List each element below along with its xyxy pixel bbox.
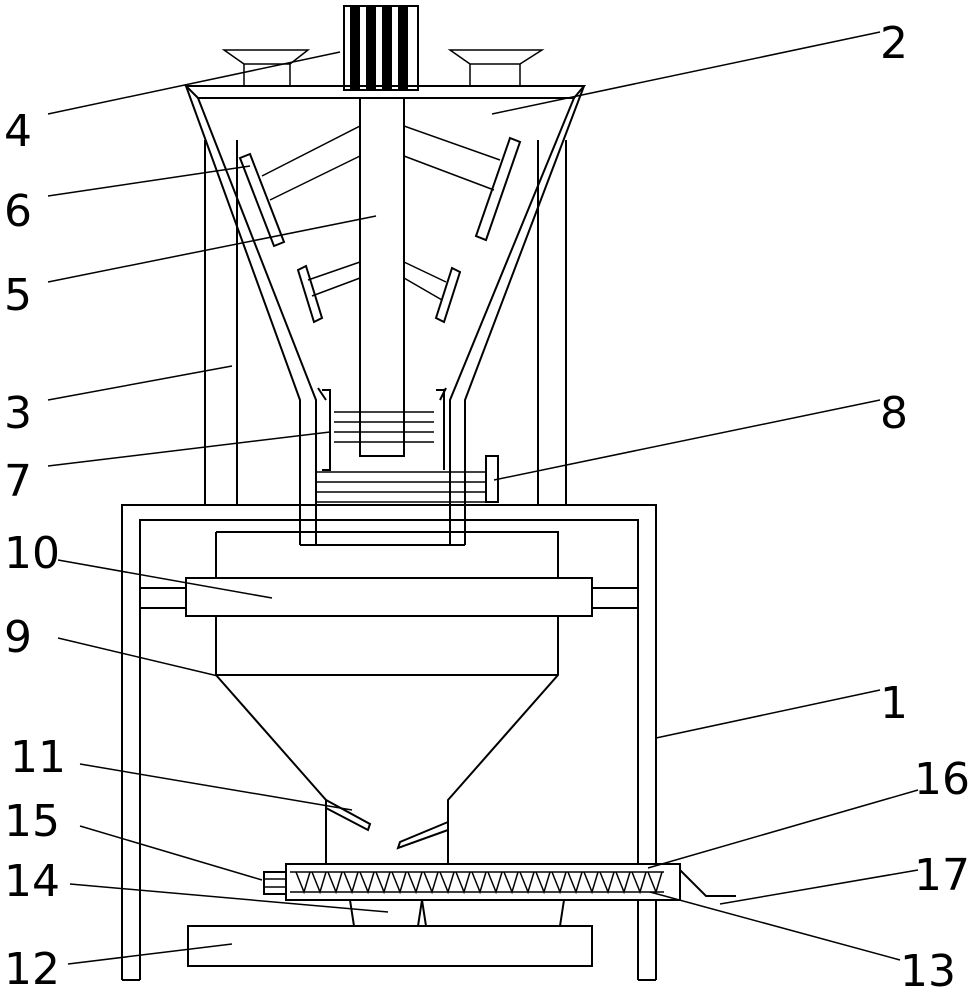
- label-13: 13: [900, 946, 956, 997]
- main-frame: [121, 504, 657, 981]
- label-16: 16: [914, 754, 970, 805]
- label-14: 14: [4, 856, 60, 907]
- grinding-rollers: [316, 387, 488, 503]
- screw-flight: [487, 871, 503, 895]
- motor: [343, 5, 419, 91]
- screw-flights: [295, 871, 663, 895]
- screw-flight: [615, 871, 631, 895]
- screw-flight: [631, 871, 647, 895]
- screw-flight: [647, 871, 663, 895]
- label-4: 4: [4, 106, 32, 157]
- screw-flight: [471, 871, 487, 895]
- screw-flight: [391, 871, 407, 895]
- main-shaft: [359, 98, 405, 457]
- screw-flight: [423, 871, 439, 895]
- screw-flight: [551, 871, 567, 895]
- label-5: 5: [4, 270, 32, 321]
- feed-inlet-right: [447, 49, 545, 86]
- label-3: 3: [4, 388, 32, 439]
- label-12: 12: [4, 944, 60, 995]
- drive-motor: [263, 871, 287, 895]
- label-10: 10: [4, 528, 60, 579]
- crushing-blades: [238, 125, 522, 324]
- screw-flight: [327, 871, 343, 895]
- feed-inlet-left: [221, 49, 311, 86]
- base-plate: [187, 925, 593, 967]
- screw-flight: [311, 871, 327, 895]
- screw-flight: [343, 871, 359, 895]
- crushing-hopper: [183, 85, 587, 546]
- reference-numerals: 4 2 6 5 3 7 8 10 9 1 11 15 16 14 17 12 1…: [4, 18, 970, 997]
- screw-flight: [503, 871, 519, 895]
- cross-beam: [140, 577, 638, 617]
- screw-flight: [599, 871, 615, 895]
- screw-flight: [567, 871, 583, 895]
- discharge-spout: [679, 869, 736, 897]
- screw-conveyor: [285, 863, 681, 901]
- screw-flight: [455, 871, 471, 895]
- screw-flight: [375, 871, 391, 895]
- screw-flight: [535, 871, 551, 895]
- conveyor-supports: [349, 899, 565, 927]
- label-15: 15: [4, 796, 60, 847]
- label-11: 11: [10, 732, 66, 783]
- label-2: 2: [880, 18, 908, 69]
- label-17: 17: [914, 850, 970, 901]
- screw-flight: [439, 871, 455, 895]
- label-6: 6: [4, 186, 32, 237]
- label-1: 1: [880, 678, 908, 729]
- leader-lines: [47, 31, 919, 965]
- screw-flight: [359, 871, 375, 895]
- label-8: 8: [880, 388, 908, 439]
- screw-flight: [407, 871, 423, 895]
- screw-flight: [295, 871, 311, 895]
- label-7: 7: [4, 456, 32, 507]
- screw-flight: [519, 871, 535, 895]
- label-9: 9: [4, 612, 32, 663]
- deflector-plates: [325, 799, 449, 850]
- screw-flight: [583, 871, 599, 895]
- support-columns: [204, 140, 567, 505]
